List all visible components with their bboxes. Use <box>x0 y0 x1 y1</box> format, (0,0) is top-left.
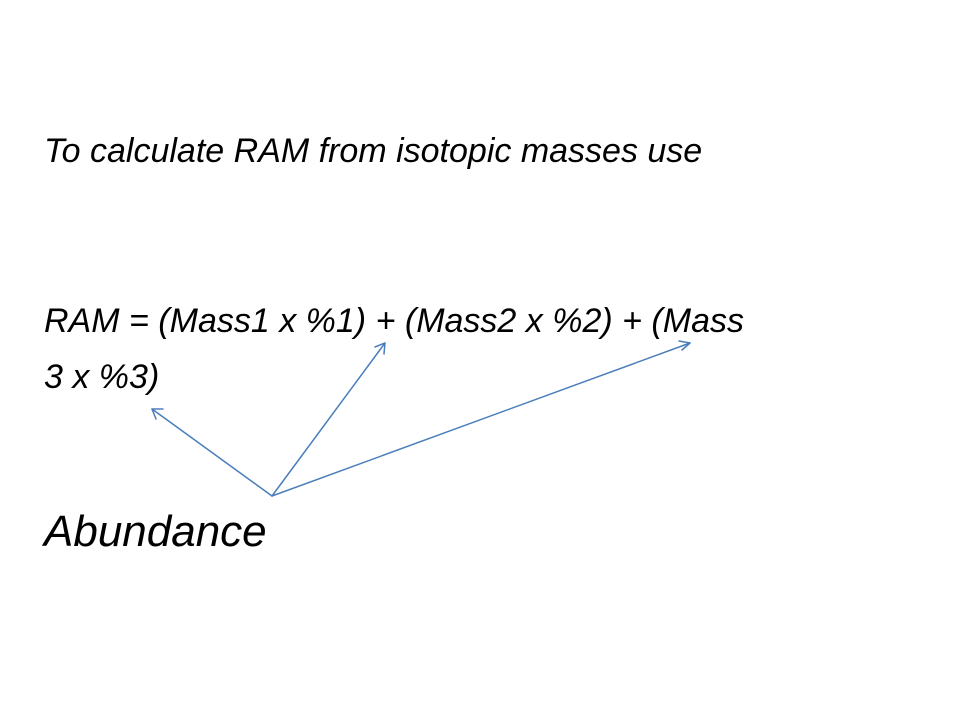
arrow-head-percent-1 <box>374 342 386 355</box>
arrow-to-percent-2 <box>271 340 691 497</box>
formula-line-2: 3 x %3) <box>44 358 160 396</box>
arrow-head-percent-2 <box>678 340 691 351</box>
arrow-line-percent-2 <box>271 342 691 497</box>
arrow-head-percent-3 <box>151 408 164 420</box>
arrow-line-percent-1 <box>271 342 386 497</box>
arrow-line-percent-3 <box>151 408 273 497</box>
intro-text: To calculate RAM from isotopic masses us… <box>44 132 703 170</box>
abundance-label: Abundance <box>44 507 267 556</box>
arrow-to-percent-3 <box>151 408 273 497</box>
arrow-to-percent-1 <box>271 342 386 497</box>
formula-line-1: RAM = (Mass1 x %1) + (Mass2 x %2) + (Mas… <box>44 302 744 340</box>
